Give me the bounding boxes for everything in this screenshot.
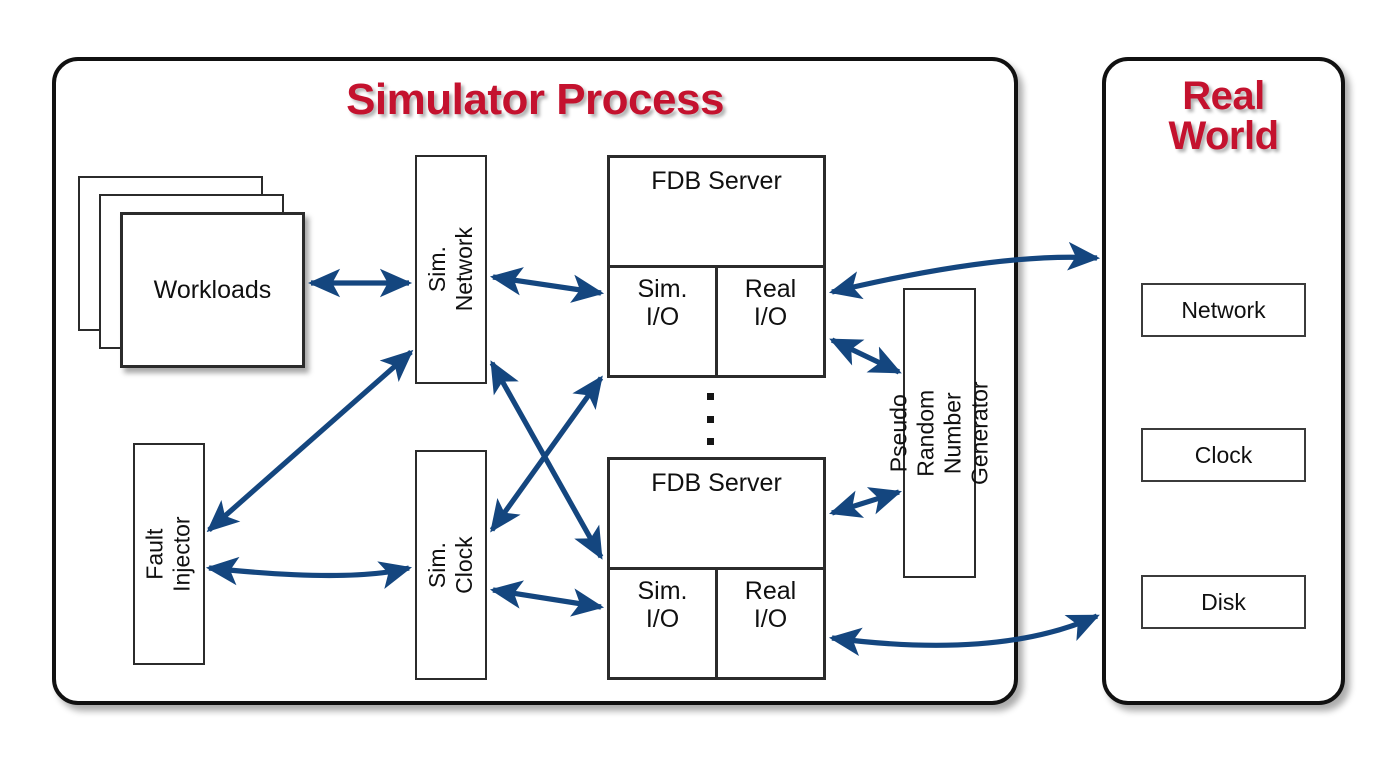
fdb-sim-io-1[interactable]: Sim. I/O (610, 268, 718, 375)
real-world-title: Real World (1168, 74, 1279, 158)
real-world-clock-box[interactable]: Clock (1141, 428, 1306, 482)
real-world-disk-label: Disk (1201, 588, 1246, 615)
prng-label: Pseudo Random Number Generator (885, 381, 993, 485)
fdb-real-io-2[interactable]: Real I/O (744, 577, 797, 633)
sim-network-label: Sim. Network (423, 227, 478, 312)
simulator-process-title: Simulator Process (346, 75, 724, 124)
ellipsis-dot (706, 415, 714, 423)
real-world-network-box[interactable]: Network (1141, 283, 1306, 337)
real-world-clock-label: Clock (1194, 441, 1253, 468)
fdb-real-io-1[interactable]: Real I/O (744, 275, 797, 331)
ellipsis-dot (706, 438, 714, 445)
fdb-server-box-2[interactable]: FDB Server Sim. I/O Real I/O (607, 457, 826, 680)
fdb-io-row-2: Sim. I/O Real I/O (610, 570, 823, 677)
workloads-box[interactable]: Workloads (120, 212, 305, 368)
vertical-ellipsis-icon (704, 393, 716, 445)
fdb-sim-io-2[interactable]: Sim. I/O (610, 570, 718, 677)
real-world-network-label: Network (1181, 296, 1266, 323)
sim-clock-label: Sim. Clock (423, 536, 477, 594)
pseudo-random-number-generator-box[interactable]: Pseudo Random Number Generator (885, 288, 993, 578)
fault-injector-label: Fault Injector (141, 516, 196, 592)
ellipsis-dot (706, 393, 714, 400)
sim-network-box[interactable]: Sim. Network (415, 155, 487, 384)
workloads-label: Workloads (153, 275, 272, 304)
fault-injector-box[interactable]: Fault Injector (133, 443, 205, 665)
fdb-io-row-1: Sim. I/O Real I/O (610, 268, 823, 375)
real-world-disk-box[interactable]: Disk (1141, 575, 1306, 629)
fdb-server-title-2: FDB Server (610, 460, 823, 570)
sim-clock-box[interactable]: Sim. Clock (415, 450, 487, 680)
fdb-server-box-1[interactable]: FDB Server Sim. I/O Real I/O (607, 155, 826, 378)
fdb-server-title-1: FDB Server (610, 158, 823, 268)
